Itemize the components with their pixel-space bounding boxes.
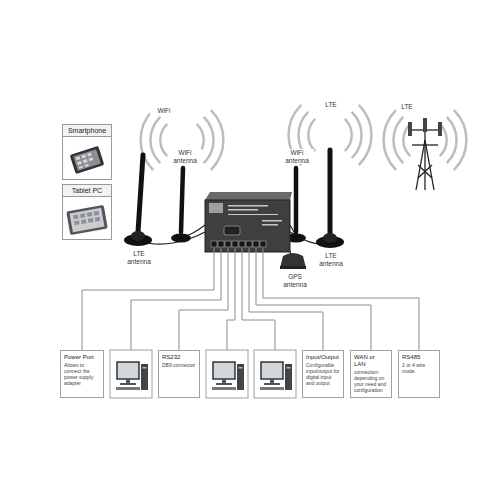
box-description: DB9 connector: [162, 362, 196, 368]
port-box: Power PortAllows to connect the power su…: [60, 350, 104, 398]
signal-label: LTE: [396, 103, 418, 111]
antenna-label: LTE antenna: [312, 252, 350, 267]
signal-label: WiFi: [150, 107, 178, 115]
box-description: Allows to connect the power supply adapt…: [64, 362, 100, 386]
signal-label: LTE: [317, 101, 345, 109]
box-heading: RS485: [402, 354, 436, 361]
port-box: RS4852 or 4 wire mode: [398, 350, 440, 398]
port-box: WAN or LANconnection depending on your n…: [350, 350, 392, 398]
box-heading: Smartphone: [63, 125, 111, 137]
box-description: 2 or 4 wire mode: [402, 362, 436, 374]
box-heading: Power Port: [64, 354, 100, 361]
antenna-label: LTE antenna: [120, 250, 158, 265]
box-heading: Tablet PC: [63, 185, 111, 197]
antenna-label: GPS antenna: [278, 273, 312, 288]
device-box: Tablet PC: [62, 184, 112, 240]
box-description: Configurable input/output for digital in…: [306, 362, 340, 386]
device-box: Smartphone: [62, 124, 112, 180]
box-heading: Input/Output: [306, 354, 340, 361]
antenna-label: WiFi antenna: [168, 149, 202, 164]
port-box: RS232DB9 connector: [158, 350, 200, 398]
box-heading: RS232: [162, 354, 196, 361]
box-heading: WAN or LAN: [354, 354, 388, 368]
box-description: connection depending on your need and co…: [354, 369, 388, 393]
port-box: Input/OutputConfigurable input/output fo…: [302, 350, 344, 398]
antenna-label: WiFi antenna: [280, 149, 314, 164]
